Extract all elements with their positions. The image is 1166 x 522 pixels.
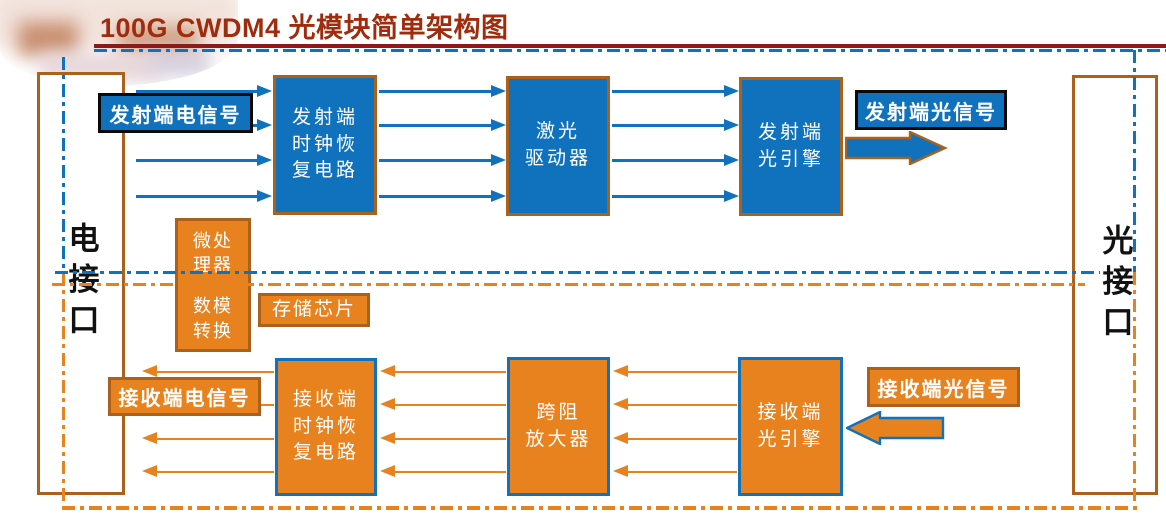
rx-lane-arrow-icon — [613, 432, 737, 444]
rx-lane-arrow-icon — [380, 365, 506, 377]
rx-lane-arrow-icon — [142, 432, 274, 444]
tx-lane-arrow-icon — [379, 190, 506, 202]
tx-optical-engine-label: 发射端 光引擎 — [757, 121, 824, 170]
boundary-line-right-rx — [1133, 272, 1136, 512]
tx-cdr-block: 发射端 时钟恢 复电路 — [273, 75, 377, 215]
tx-lane-arrow-icon — [612, 190, 739, 202]
tx-rx-divider-orange — [52, 283, 1085, 286]
rx-lane-arrow-icon — [613, 465, 737, 477]
memory-label: 存储芯片 — [271, 298, 356, 320]
mcu-label: 微处 理器 — [193, 231, 233, 276]
tx-output-arrow-icon — [845, 131, 948, 165]
rx-cdr-label: 接收端 时钟恢 复电路 — [292, 388, 359, 464]
rx-lane-arrow-icon — [380, 398, 506, 410]
rx-lane-arrow-icon — [613, 398, 737, 410]
rx-optical-engine-block: 接收端 光引擎 — [738, 357, 843, 496]
memory-block: 存储芯片 — [258, 293, 370, 327]
tx-lane-arrow-icon — [379, 85, 506, 97]
rx-optical-engine-label: 接收端 光引擎 — [757, 401, 824, 450]
rx-optical-signal-label: 接收端光信号 — [867, 367, 1020, 407]
boundary-line-top — [94, 49, 1166, 52]
tx-optical-engine-block: 发射端 光引擎 — [739, 77, 843, 216]
rx-lane-arrow-icon — [380, 432, 506, 444]
rx-input-arrow-icon — [846, 411, 945, 445]
boundary-line-bottom — [62, 506, 1137, 510]
tx-lane-arrow-icon — [612, 85, 739, 97]
logo-watermark — [0, 0, 238, 86]
optical-interface-label: 光接口 — [1097, 223, 1133, 347]
tx-lane-arrow-icon — [612, 119, 739, 131]
tia-label: 跨阻 放大器 — [525, 401, 592, 450]
tx-lane-arrow-icon — [612, 154, 739, 166]
rx-lane-arrow-icon — [142, 465, 274, 477]
rx-lane-arrow-icon — [613, 365, 737, 377]
tx-optical-signal-label: 发射端光信号 — [855, 90, 1007, 130]
tx-lane-arrow-icon — [136, 190, 272, 202]
laser-driver-block: 激光 驱动器 — [506, 76, 610, 216]
laser-driver-label: 激光 驱动器 — [524, 121, 591, 169]
tia-block: 跨阻 放大器 — [507, 357, 610, 496]
tx-cdr-label: 发射端 时钟恢 复电路 — [291, 106, 358, 182]
tx-lane-arrow-icon — [136, 85, 272, 97]
tx-lane-arrow-icon — [136, 154, 272, 166]
boundary-line-right-tx — [1133, 50, 1136, 272]
rx-lane-arrow-icon — [142, 365, 274, 377]
tx-lane-arrow-icon — [379, 154, 506, 166]
tx-rx-divider-blue — [55, 271, 1100, 274]
boundary-line-left-tx — [62, 57, 65, 272]
rx-lane-arrow-icon — [380, 465, 506, 477]
tx-electrical-signal-label: 发射端电信号 — [98, 93, 253, 133]
rx-cdr-block: 接收端 时钟恢 复电路 — [275, 358, 377, 496]
boundary-line-left-rx — [62, 272, 65, 511]
rx-electrical-signal-label: 接收端电信号 — [108, 377, 261, 416]
title-underline — [94, 44, 1166, 48]
tx-lane-arrow-icon — [379, 119, 506, 131]
page-title: 100G CWDM4 光模块简单架构图 — [100, 13, 509, 43]
dac-label: 数模 转换 — [193, 296, 233, 341]
